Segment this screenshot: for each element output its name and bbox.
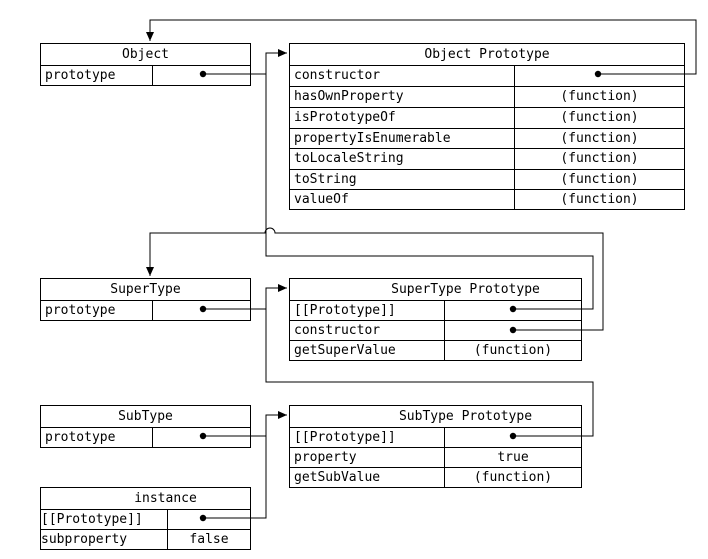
pointer-dot [199, 305, 207, 313]
supertype-constructor-pointer [146, 227, 604, 331]
subtype-box: SubType prototype [40, 405, 251, 448]
row-value: false [189, 532, 229, 547]
row-key: [[Prototype]] [294, 430, 396, 445]
subtype-title: SubType [118, 409, 173, 424]
supertype-prototype-pointer [203, 284, 287, 310]
object-row-prototype: prototype [41, 65, 250, 86]
column-divider [444, 428, 445, 448]
object-title: Object [122, 47, 169, 62]
column-divider [514, 149, 515, 169]
row-key: isPrototypeOf [294, 110, 396, 125]
pointer-dot [199, 432, 207, 440]
column-divider [514, 66, 515, 86]
supertype-title: SuperType [110, 282, 181, 297]
row-value: (function) [560, 131, 639, 146]
row-value: (function) [560, 89, 639, 104]
row-value: (function) [560, 151, 639, 166]
row-value: (function) [560, 172, 639, 187]
supertype-row-key: prototype [45, 303, 116, 318]
column-divider [152, 301, 153, 321]
supertype-prototype-box: SuperType Prototype [[Prototype]] constr… [289, 278, 582, 361]
row-key: valueOf [294, 192, 349, 207]
subtype-row-prototype: prototype [41, 427, 250, 448]
object-prototype-row: isPrototypeOf (function) [290, 107, 684, 128]
column-divider [514, 170, 515, 190]
subtype-proto-link [265, 309, 594, 437]
row-key: toLocaleString [294, 151, 404, 166]
pointer-dot [509, 432, 517, 440]
row-value: (function) [473, 343, 553, 358]
subtype-prototype-box: SubType Prototype [[Prototype]] property… [289, 405, 582, 488]
object-row-key: prototype [45, 68, 116, 83]
object-prototype-pointer [203, 49, 287, 75]
column-divider [514, 87, 515, 107]
row-key: [[Prototype]] [41, 512, 143, 527]
object-box: Object prototype [40, 43, 251, 86]
column-divider [514, 190, 515, 210]
row-key: propertyIsEnumerable [294, 131, 451, 146]
column-divider [444, 321, 445, 341]
supertype-row-prototype: prototype [41, 300, 250, 321]
column-divider [514, 108, 515, 128]
column-divider [444, 468, 445, 488]
instance-title: instance [134, 491, 197, 506]
object-prototype-row: constructor [290, 65, 684, 86]
supertype-prototype-title: SuperType Prototype [391, 282, 540, 297]
row-value: (function) [473, 470, 553, 485]
object-prototype-row: propertyIsEnumerable (function) [290, 128, 684, 149]
object-prototype-title: Object Prototype [424, 47, 550, 62]
subtype-prototype-row: property true [290, 447, 581, 468]
column-divider [167, 510, 168, 530]
pointer-dot [199, 70, 207, 78]
column-divider [444, 448, 445, 468]
column-divider [152, 66, 153, 86]
object-prototype-row: valueOf (function) [290, 189, 684, 210]
pointer-dot [509, 305, 517, 313]
row-key: [[Prototype]] [294, 303, 396, 318]
subtype-prototype-row: getSubValue (function) [290, 467, 581, 488]
object-prototype-row: toLocaleString (function) [290, 148, 684, 169]
subtype-prototype-title: SubType Prototype [398, 409, 533, 424]
row-key: getSubValue [294, 470, 381, 485]
row-key: getSuperValue [294, 343, 396, 358]
instance-proto-link [203, 436, 267, 519]
pointer-dot [199, 514, 207, 522]
column-divider [152, 428, 153, 448]
object-prototype-row: hasOwnProperty (function) [290, 86, 684, 107]
supertype-prototype-row: constructor [290, 320, 581, 341]
pointer-dot [509, 326, 517, 334]
subtype-prototype-pointer [203, 411, 287, 437]
row-key: hasOwnProperty [294, 89, 404, 104]
column-divider [444, 301, 445, 321]
column-divider [514, 129, 515, 149]
supertype-prototype-row: [[Prototype]] [290, 300, 581, 321]
column-divider [167, 530, 168, 550]
column-divider [444, 341, 445, 361]
subtype-row-key: prototype [45, 430, 116, 445]
row-key: subproperty [41, 532, 128, 547]
object-prototype-box: Object Prototype constructor hasOwnPrope… [289, 43, 685, 210]
row-value: (function) [560, 110, 639, 125]
supertype-box: SuperType prototype [40, 278, 251, 321]
row-value: true [497, 450, 529, 465]
constructor-pointer-to-object [146, 19, 697, 75]
row-value: (function) [560, 192, 639, 207]
row-key: property [294, 450, 357, 465]
instance-row: subproperty false [41, 529, 250, 550]
supertype-proto-link [265, 74, 594, 310]
instance-row: [[Prototype]] [41, 509, 250, 530]
pointer-dot [594, 70, 602, 78]
object-prototype-row: toString (function) [290, 169, 684, 190]
row-key: constructor [294, 323, 381, 338]
subtype-prototype-row: [[Prototype]] [290, 427, 581, 448]
row-key: constructor [294, 68, 381, 83]
supertype-prototype-row: getSuperValue (function) [290, 340, 581, 361]
row-key: toString [294, 172, 357, 187]
